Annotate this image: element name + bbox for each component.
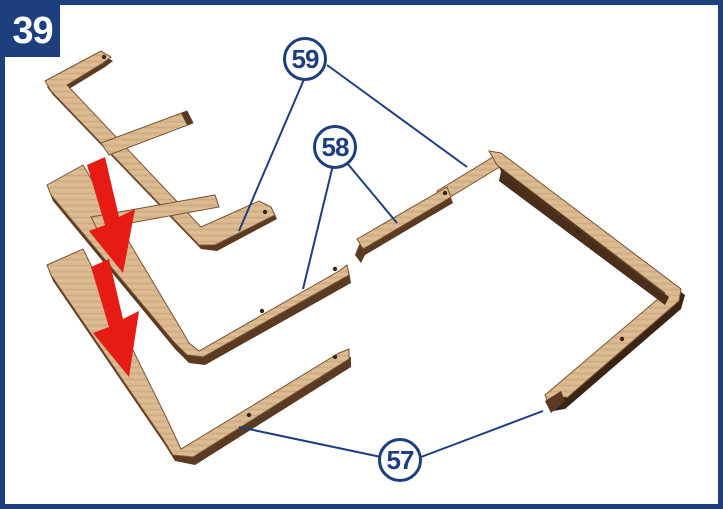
assembly-illustration	[5, 5, 723, 509]
step-number-badge: 39	[5, 5, 60, 57]
callout-part-58: 58	[313, 125, 357, 169]
assembled-frame	[355, 151, 685, 413]
callout-part-59: 59	[283, 37, 327, 81]
callout-part-57: 57	[378, 438, 422, 482]
